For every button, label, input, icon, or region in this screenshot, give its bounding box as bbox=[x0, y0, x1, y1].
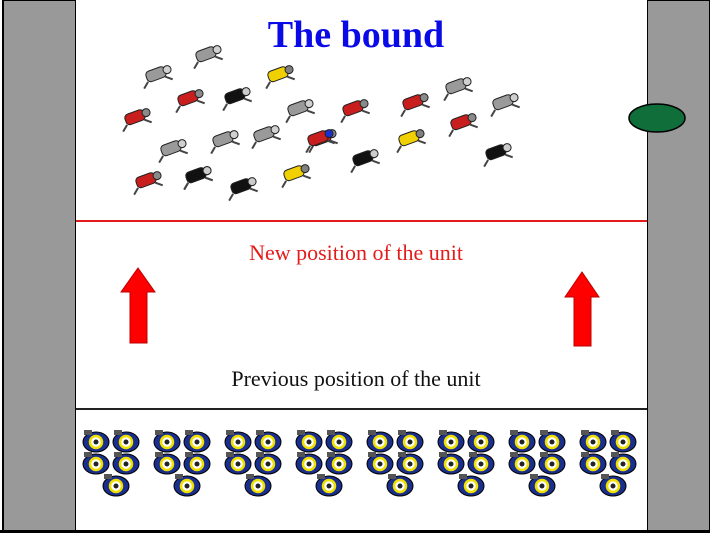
formation-soldier-icon bbox=[254, 452, 282, 475]
formation-soldier-icon bbox=[437, 430, 465, 453]
running-soldier-icon bbox=[193, 45, 224, 70]
formation-soldier-icon bbox=[366, 452, 394, 475]
running-soldier-icon bbox=[443, 77, 474, 102]
running-soldier-icon bbox=[175, 89, 206, 114]
formation-soldier-icon bbox=[224, 430, 252, 453]
formation-soldier-icon bbox=[325, 452, 353, 475]
running-soldier-icon bbox=[222, 87, 253, 112]
formation-soldier-icon bbox=[295, 430, 323, 453]
formation-soldier-icon bbox=[609, 452, 637, 475]
running-soldier-icon bbox=[122, 108, 153, 133]
formation-soldier-icon bbox=[579, 430, 607, 453]
formation-soldier-icon bbox=[386, 474, 414, 497]
formation-soldier-icon bbox=[112, 430, 140, 453]
up-arrow-icon bbox=[564, 271, 600, 347]
formation-soldier-icon bbox=[325, 430, 353, 453]
formation-soldier-icon bbox=[437, 452, 465, 475]
formation-soldier-icon bbox=[396, 430, 424, 453]
formation-soldier-icon bbox=[82, 430, 110, 453]
running-soldier-icon bbox=[396, 129, 427, 154]
formation-soldier-icon bbox=[183, 452, 211, 475]
bottom-edge-line bbox=[0, 530, 710, 533]
running-soldier-icon bbox=[158, 139, 189, 164]
formation-soldier-icon bbox=[508, 452, 536, 475]
diagram-title: The bound bbox=[267, 14, 445, 56]
running-soldier-icon bbox=[285, 99, 316, 124]
running-soldier-icon bbox=[251, 125, 282, 150]
formation-soldier-icon bbox=[315, 474, 343, 497]
running-soldier-icon bbox=[340, 99, 371, 124]
previous-position-line bbox=[76, 408, 647, 410]
formation-soldier-icon bbox=[538, 452, 566, 475]
formation-soldier-icon bbox=[609, 430, 637, 453]
unit-formation bbox=[82, 430, 637, 497]
running-soldier-icon bbox=[133, 171, 164, 196]
formation-soldier-icon bbox=[254, 430, 282, 453]
running-soldier-icon bbox=[305, 129, 336, 154]
formation-soldier-icon bbox=[366, 430, 394, 453]
running-soldier-icon bbox=[483, 143, 514, 168]
running-soldier-icon bbox=[143, 65, 174, 90]
running-soldier-icon bbox=[350, 149, 381, 174]
formation-soldier-icon bbox=[183, 430, 211, 453]
running-soldier-icon bbox=[265, 65, 296, 90]
formation-soldier-icon bbox=[295, 452, 323, 475]
running-soldier-icon bbox=[281, 164, 312, 189]
formation-soldier-icon bbox=[579, 452, 607, 475]
previous-position-label: Previous position of the unit bbox=[231, 366, 481, 391]
new-position-line bbox=[76, 220, 647, 222]
running-soldier-icon bbox=[228, 177, 259, 202]
formation-soldier-icon bbox=[102, 474, 130, 497]
formation-soldier-icon bbox=[508, 430, 536, 453]
green-oval-marker-icon bbox=[628, 103, 686, 133]
formation-soldier-icon bbox=[153, 430, 181, 453]
running-soldier-icon bbox=[400, 93, 431, 118]
formation-soldier-icon bbox=[528, 474, 556, 497]
new-position-label: New position of the unit bbox=[249, 240, 463, 265]
formation-soldier-icon bbox=[244, 474, 272, 497]
formation-soldier-icon bbox=[599, 474, 627, 497]
formation-soldier-icon bbox=[457, 474, 485, 497]
formation-soldier-icon bbox=[467, 452, 495, 475]
formation-soldier-icon bbox=[82, 452, 110, 475]
scattered-soldiers bbox=[122, 45, 521, 202]
formation-soldier-icon bbox=[396, 452, 424, 475]
formation-soldier-icon bbox=[112, 452, 140, 475]
up-arrow-icon bbox=[120, 267, 156, 344]
formation-soldier-icon bbox=[153, 452, 181, 475]
running-soldier-icon bbox=[448, 113, 479, 138]
left-border-band bbox=[2, 0, 76, 533]
formation-soldier-icon bbox=[467, 430, 495, 453]
running-soldier-icon bbox=[183, 166, 214, 191]
formation-soldier-icon bbox=[538, 430, 566, 453]
running-soldier-icon bbox=[210, 130, 241, 155]
formation-soldier-icon bbox=[224, 452, 252, 475]
running-soldier-icon bbox=[490, 93, 521, 118]
formation-soldier-icon bbox=[173, 474, 201, 497]
